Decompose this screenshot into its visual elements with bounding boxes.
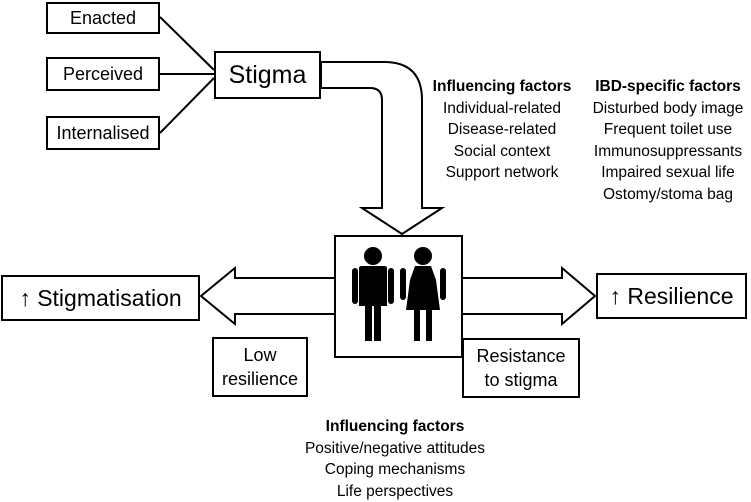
- ibd-factor-item: Disturbed body image: [592, 99, 744, 117]
- influencing-factors-top-heading: Influencing factors: [432, 78, 572, 95]
- influencing-factors-bottom: Influencing factors Positive/negative at…: [282, 416, 508, 502]
- influencing-factors-bottom-heading: Influencing factors: [325, 418, 465, 435]
- connector-enacted: [159, 16, 215, 71]
- influencing-factor-item: Life perspectives: [336, 482, 454, 500]
- people-icon: [352, 247, 446, 341]
- influencing-factor-item: Social context: [453, 142, 551, 160]
- internalised-label: Internalised: [56, 122, 150, 143]
- resilience-box: ↑ Resilience: [596, 273, 747, 319]
- right-block-arrow: [461, 265, 597, 327]
- ibd-factors: IBD-specific factors Disturbed body imag…: [586, 76, 750, 205]
- enacted-label: Enacted: [69, 7, 137, 28]
- influencing-factors-top: Influencing factors Individual-related D…: [416, 76, 588, 184]
- influencing-factor-item: Positive/negative attitudes: [304, 439, 486, 457]
- enacted-box: Enacted: [46, 2, 160, 34]
- stigma-label: Stigma: [228, 60, 307, 89]
- perceived-box: Perceived: [46, 57, 160, 91]
- ibd-factor-item: Immunosuppressants: [593, 142, 743, 160]
- resistance-line-2: to stigma: [484, 370, 558, 390]
- low-resilience-box: Low resilience: [212, 337, 308, 397]
- resilience-label: ↑ Resilience: [609, 282, 734, 309]
- stigmatisation-box: ↑ Stigmatisation: [1, 275, 200, 321]
- influencing-factor-item: Disease-related: [447, 121, 557, 138]
- resistance-box: Resistance to stigma: [462, 338, 580, 398]
- low-resilience-line-2: resilience: [221, 369, 299, 389]
- stigma-down-arrow: [320, 61, 446, 236]
- ibd-factor-item: Frequent toilet use: [603, 121, 733, 138]
- perceived-label: Perceived: [62, 63, 144, 84]
- influencing-factor-item: Individual-related: [442, 99, 562, 117]
- connector-internalised: [159, 77, 215, 134]
- ibd-factor-item: Ostomy/stoma bag: [602, 185, 734, 203]
- left-block-arrow: [199, 265, 336, 327]
- influencing-factor-item: Coping mechanisms: [324, 461, 466, 478]
- stigmatisation-label: ↑ Stigmatisation: [19, 284, 182, 311]
- low-resilience-line-1: Low: [243, 345, 277, 365]
- influencing-factor-item: Support network: [445, 164, 559, 181]
- resistance-line-1: Resistance: [476, 346, 566, 366]
- ibd-factor-item: Impaired sexual life: [601, 164, 735, 181]
- stigma-box: Stigma: [214, 51, 321, 99]
- ibd-factors-heading: IBD-specific factors: [595, 78, 741, 95]
- internalised-box: Internalised: [46, 116, 160, 150]
